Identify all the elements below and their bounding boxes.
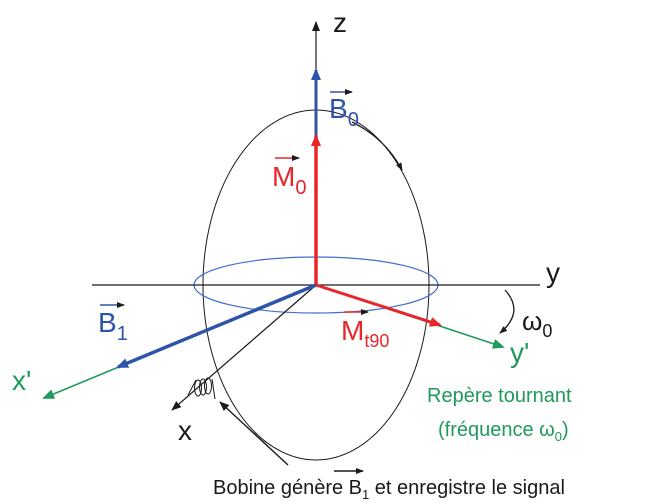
x-axis-line [171,284,317,411]
x-axis-label: x [178,415,192,446]
svg-text:M0: M0 [272,161,306,199]
mt90-vector [315,283,442,327]
coil-icon [187,377,216,400]
m0-label: M0 [272,155,306,199]
precession-arrow [351,121,403,171]
b1-vector [116,283,317,369]
b1-label: B1 [98,302,128,345]
omega-rotation-arrow [499,289,515,334]
svg-text:B0: B0 [329,93,359,131]
x-prime-axis-label: x' [12,365,31,396]
mt90-label: Mt90 [341,309,389,351]
rotating-frame-label: Repère tournant [427,385,572,407]
svg-text:B1: B1 [98,307,128,345]
svg-text:Bobine génère B1 et enregistre: Bobine génère B1 et enregistre le signal [213,477,565,502]
svg-text:Mt90: Mt90 [341,315,389,351]
rotating-frame-frequency: (fréquence ω0) [438,419,569,444]
y-prime-axis-label: y' [510,337,529,368]
b0-label: B0 [329,89,359,131]
y-axis-label: y [546,257,560,288]
coil-pointer-arrow [219,401,289,466]
omega-label: ω0 [522,306,552,341]
coil-caption: Bobine génère B1 et enregistre le signal [213,468,565,502]
z-axis-label: z [333,7,347,38]
